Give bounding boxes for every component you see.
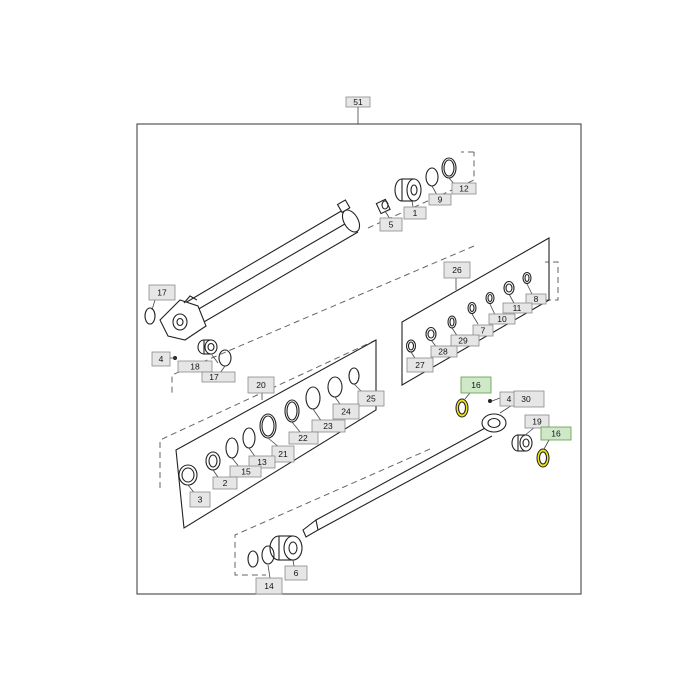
part-14-ring-b xyxy=(261,545,275,565)
assembly-dashed-lines xyxy=(159,151,559,576)
callout-7[interactable]: 7 xyxy=(472,324,494,337)
callout-15[interactable]: 15 xyxy=(229,465,262,478)
svg-text:28: 28 xyxy=(438,347,448,357)
svg-text:12: 12 xyxy=(459,184,469,194)
callout-17-lower[interactable]: 17 xyxy=(201,371,236,383)
part-1-piston xyxy=(394,178,422,202)
part-19-bushing xyxy=(511,434,533,452)
svg-text:10: 10 xyxy=(497,314,507,324)
callout-10[interactable]: 10 xyxy=(488,313,516,325)
callout-25[interactable]: 25 xyxy=(357,390,385,407)
part-9-ring xyxy=(425,167,439,187)
header-ref: 51 xyxy=(345,96,371,124)
svg-text:14: 14 xyxy=(264,581,274,591)
callout-16-highlighted-lower[interactable]: 16 xyxy=(540,426,572,441)
callout-12[interactable]: 12 xyxy=(451,182,477,195)
svg-text:17: 17 xyxy=(209,372,219,382)
svg-text:29: 29 xyxy=(458,336,468,346)
part-6-gland xyxy=(269,535,303,561)
seal-kit-panel xyxy=(401,237,550,386)
svg-text:22: 22 xyxy=(298,433,308,443)
callout-28[interactable]: 28 xyxy=(430,345,458,358)
svg-text:15: 15 xyxy=(241,467,251,477)
callout-labels: 12 9 1 5 17 4 18 17 26 8 11 10 7 29 28 2… xyxy=(148,182,572,595)
piston-rod xyxy=(302,413,507,538)
callout-30[interactable]: 30 xyxy=(513,390,545,408)
svg-text:25: 25 xyxy=(366,394,376,404)
part-5-nut xyxy=(375,198,391,215)
part-4-rod-grease-fitting xyxy=(488,399,492,403)
callout-20[interactable]: 20 xyxy=(247,376,275,394)
part-18-bushing xyxy=(197,339,218,355)
callout-24[interactable]: 24 xyxy=(332,403,360,420)
svg-text:11: 11 xyxy=(513,303,522,313)
svg-text:16: 16 xyxy=(551,429,561,439)
callout-19[interactable]: 19 xyxy=(524,414,550,429)
callout-18[interactable]: 18 xyxy=(177,360,213,373)
callout-26[interactable]: 26 xyxy=(443,261,471,279)
callout-8[interactable]: 8 xyxy=(525,293,547,305)
callout-29[interactable]: 29 xyxy=(450,334,480,347)
svg-text:23: 23 xyxy=(323,421,333,431)
svg-text:8: 8 xyxy=(534,294,539,304)
callout-22[interactable]: 22 xyxy=(288,431,319,445)
callout-6[interactable]: 6 xyxy=(284,565,308,581)
svg-text:17: 17 xyxy=(157,288,167,298)
callout-27[interactable]: 27 xyxy=(406,357,434,373)
svg-text:19: 19 xyxy=(532,417,542,427)
svg-text:4: 4 xyxy=(159,354,164,364)
callout-21[interactable]: 21 xyxy=(271,445,295,463)
callout-11[interactable]: 11 xyxy=(502,302,533,314)
callout-4-left[interactable]: 4 xyxy=(151,351,171,367)
svg-text:27: 27 xyxy=(415,360,425,370)
svg-text:21: 21 xyxy=(278,449,288,459)
svg-text:1: 1 xyxy=(413,208,418,218)
cylinder-barrel xyxy=(159,199,361,341)
callout-14[interactable]: 14 xyxy=(255,577,283,595)
header-ref-text: 51 xyxy=(353,97,363,107)
piston-seal-panel xyxy=(175,339,377,529)
svg-text:7: 7 xyxy=(481,326,486,336)
part-17-ring-upper xyxy=(144,307,156,325)
part-14-ring-a xyxy=(247,550,259,568)
svg-text:30: 30 xyxy=(521,394,531,404)
callout-5[interactable]: 5 xyxy=(379,217,403,232)
callout-2[interactable]: 2 xyxy=(212,476,238,490)
svg-text:20: 20 xyxy=(256,380,266,390)
svg-text:18: 18 xyxy=(190,362,200,372)
callout-23[interactable]: 23 xyxy=(311,419,346,433)
diagram-frame xyxy=(136,123,582,595)
svg-text:6: 6 xyxy=(294,568,299,578)
callout-16-highlighted-upper[interactable]: 16 xyxy=(460,376,492,394)
callout-1[interactable]: 1 xyxy=(403,206,427,220)
svg-text:3: 3 xyxy=(198,495,203,505)
svg-text:13: 13 xyxy=(257,457,267,467)
svg-text:2: 2 xyxy=(223,478,228,488)
svg-text:24: 24 xyxy=(341,407,351,417)
callout-3[interactable]: 3 xyxy=(189,491,211,508)
svg-text:9: 9 xyxy=(438,195,443,205)
svg-text:5: 5 xyxy=(389,220,394,230)
callout-17-upper[interactable]: 17 xyxy=(148,284,176,301)
svg-text:4: 4 xyxy=(507,394,512,404)
callout-9[interactable]: 9 xyxy=(428,193,452,206)
svg-text:16: 16 xyxy=(471,380,481,390)
svg-text:26: 26 xyxy=(452,265,462,275)
callout-13[interactable]: 13 xyxy=(248,455,276,469)
